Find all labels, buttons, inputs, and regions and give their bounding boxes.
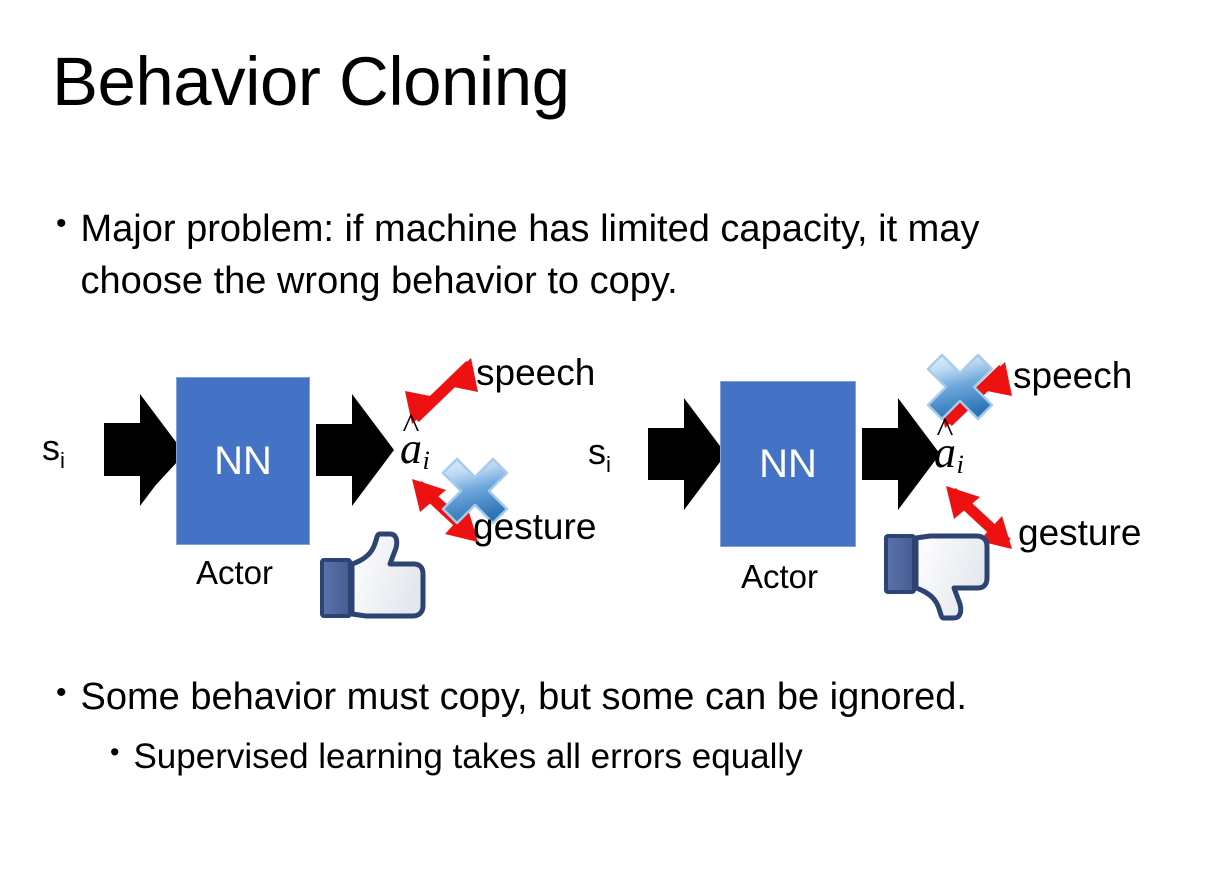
- right-actor-caption: Actor: [741, 558, 819, 595]
- right-branch-label-gesture: gesture: [1018, 512, 1142, 553]
- left-nn-label: NN: [214, 438, 272, 483]
- left-speech-arrow: [405, 358, 478, 424]
- right-branch-label-speech: speech: [1013, 355, 1133, 396]
- right-action-label: ^ai: [934, 409, 964, 479]
- bullet-text-3: Supervised learning takes all errors equ…: [133, 737, 803, 776]
- left-actor-caption: Actor: [196, 554, 274, 591]
- left-state-label: si: [42, 427, 65, 474]
- page-title: Behavior Cloning: [52, 43, 570, 120]
- left-action-hat: ^: [402, 405, 420, 446]
- bullet-paragraph-3: • Supervised learning takes all errors e…: [110, 733, 1160, 780]
- bullet-text-2: Some behavior must copy, but some can be…: [80, 676, 967, 718]
- thumbs-up-icon: [320, 531, 426, 619]
- right-output-arrow: [862, 398, 940, 510]
- right-state-label: si: [588, 431, 611, 478]
- left-output-arrow: [316, 394, 394, 506]
- left-branch-label-speech: speech: [476, 352, 596, 393]
- right-input-arrow: [648, 398, 726, 510]
- bullet-paragraph-1: • Major problem: if machine has limited …: [56, 203, 1086, 307]
- left-cross-out-gesture-icon: [441, 457, 509, 525]
- bullet-paragraph-2: • Some behavior must copy, but some can …: [56, 672, 1156, 723]
- left-input-arrow-shape: [104, 394, 182, 506]
- right-cross-out-speech-icon: [926, 353, 994, 421]
- bullet-marker: •: [56, 676, 67, 709]
- right-action-hat: ^: [936, 409, 954, 450]
- right-nn-box: NN: [720, 381, 856, 547]
- left-action-label: ^ai: [400, 405, 430, 475]
- right-nn-label: NN: [759, 441, 817, 486]
- bullet-marker: •: [110, 737, 120, 767]
- bullet-text-1: Major problem: if machine has limited ca…: [80, 208, 980, 303]
- left-nn-box: NN: [176, 377, 310, 545]
- left-branch-label-gesture: gesture: [473, 506, 597, 547]
- thumbs-down-icon: [884, 533, 990, 621]
- bullet-marker: •: [56, 207, 67, 240]
